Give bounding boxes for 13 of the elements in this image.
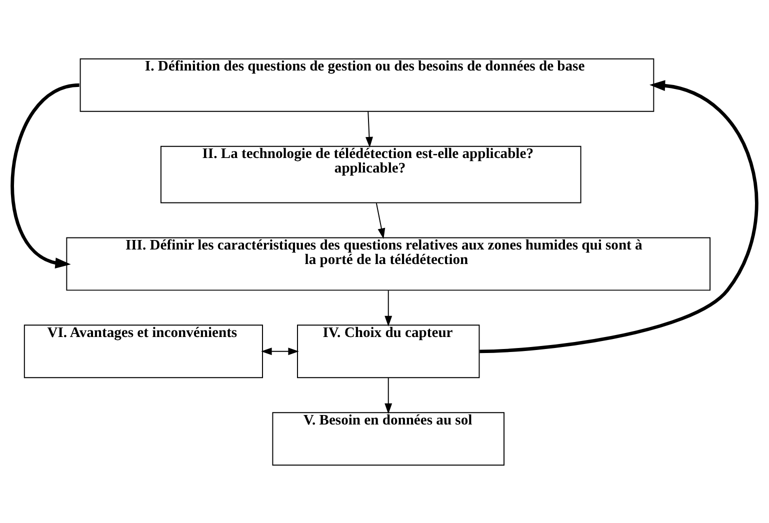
node-box: II. La technologie de télédétection est-elle applicable? applicable? [160,145,582,203]
node-box: VI. Avantages et inconvénients [24,324,263,378]
arrow [261,347,299,355]
arrow [376,202,386,238]
node-box: V. Besoin en données au sol [272,412,504,466]
node-box: IV. Choix du capteur [297,324,480,378]
node-box: III. Définir les caractéristiques des questions relatives aux zones humides qui sont à la porté de la télédétection [66,236,711,290]
arrow [10,82,80,268]
arrow [480,80,758,353]
arrow [366,110,373,148]
arrow [384,290,392,326]
node-box: I. Définition des questions de gestion ou des besoins de données de base [80,58,654,112]
arrow [384,377,392,414]
